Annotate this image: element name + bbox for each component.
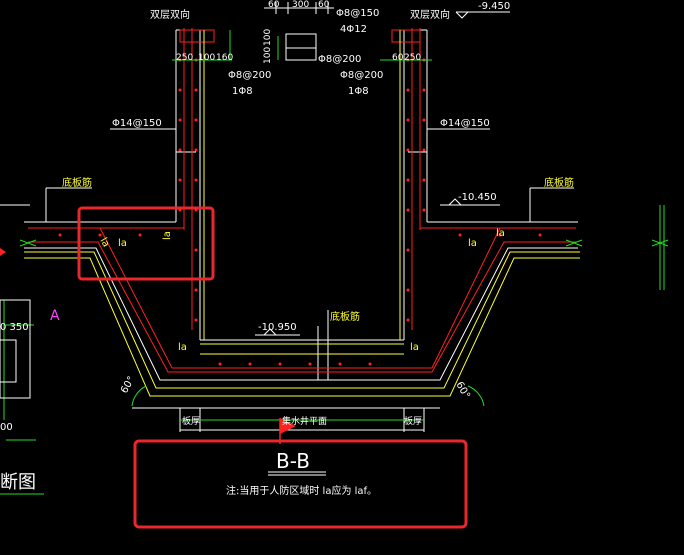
rebar-red-lines	[28, 28, 576, 373]
left-dim-00: 00	[0, 422, 13, 433]
top-elevation: -9.450	[478, 1, 510, 12]
rebar-right-1-8: 1Φ8	[348, 86, 369, 97]
dim-160-left: 160	[216, 53, 233, 63]
floor-rebar-left: 底板筋	[62, 176, 92, 189]
rebar-left-14-150: Φ14@150	[112, 118, 162, 129]
dim-100-left: 100	[198, 53, 215, 63]
dim-top-1: 60	[268, 0, 280, 10]
highlight-box-note	[133, 439, 468, 529]
section-title: B-B	[276, 449, 310, 473]
dim-v-100a: 100	[263, 29, 273, 46]
la-label-3: la	[162, 231, 173, 240]
yellow-lines	[24, 30, 580, 397]
dim-60-right: 60	[392, 53, 404, 63]
note-text: 注:当用于人防区域时 la应为 laf。	[226, 484, 377, 497]
angle-right: 60°	[453, 380, 471, 401]
rebar-top-center: Φ8@150	[336, 8, 379, 19]
la-label-1: la	[97, 236, 111, 249]
dim-top-2: 300	[292, 0, 309, 10]
dim-top-3: 60	[318, 0, 330, 10]
rebar-left-8-200: Φ8@200	[228, 70, 271, 81]
rebar-left-1-8: 1Φ8	[232, 86, 253, 97]
rebar-right-14-150: Φ14@150	[440, 118, 490, 129]
dim-250-left: 250	[176, 53, 193, 63]
elevation-bottom: -10.950	[258, 322, 297, 333]
top-left-label: 双层双向	[150, 8, 190, 21]
left-detail	[0, 204, 31, 399]
dim-v-100b: 100	[263, 47, 273, 64]
la-label-2: la	[118, 238, 127, 249]
rebar-4phi12: 4Φ12	[340, 24, 367, 35]
la-label-4: la	[468, 238, 477, 249]
elevation-right: -10.450	[458, 192, 497, 203]
dim-bottom-right: 板厚	[404, 415, 422, 427]
left-dim-350: 0 350	[0, 322, 29, 333]
green-elements	[0, 30, 669, 495]
dim-250-right: 250	[404, 53, 421, 63]
floor-rebar-right: 底板筋	[544, 176, 574, 189]
dim-bottom-left: 板厚	[182, 415, 200, 427]
la-label-5: la	[496, 228, 505, 239]
dim-bottom-center: 集水井平面	[282, 415, 327, 427]
angle-arcs	[131, 385, 485, 407]
la-label-6: la	[178, 342, 187, 353]
left-red-arrow	[0, 248, 6, 256]
la-label-7: la	[410, 342, 419, 353]
left-partial-title: 断图	[0, 472, 36, 493]
rebar-right-8-200b: Φ8@200	[340, 70, 383, 81]
rebar-dots	[58, 58, 542, 366]
highlight-box-la-detail	[77, 206, 215, 281]
left-marker-a: A	[50, 308, 60, 324]
rebar-right-8-200a: Φ8@200	[318, 54, 361, 65]
top-right-label: 双层双向	[410, 8, 450, 21]
floor-rebar-bottom: 底板筋	[330, 310, 360, 323]
angle-left: 60°	[119, 375, 137, 396]
